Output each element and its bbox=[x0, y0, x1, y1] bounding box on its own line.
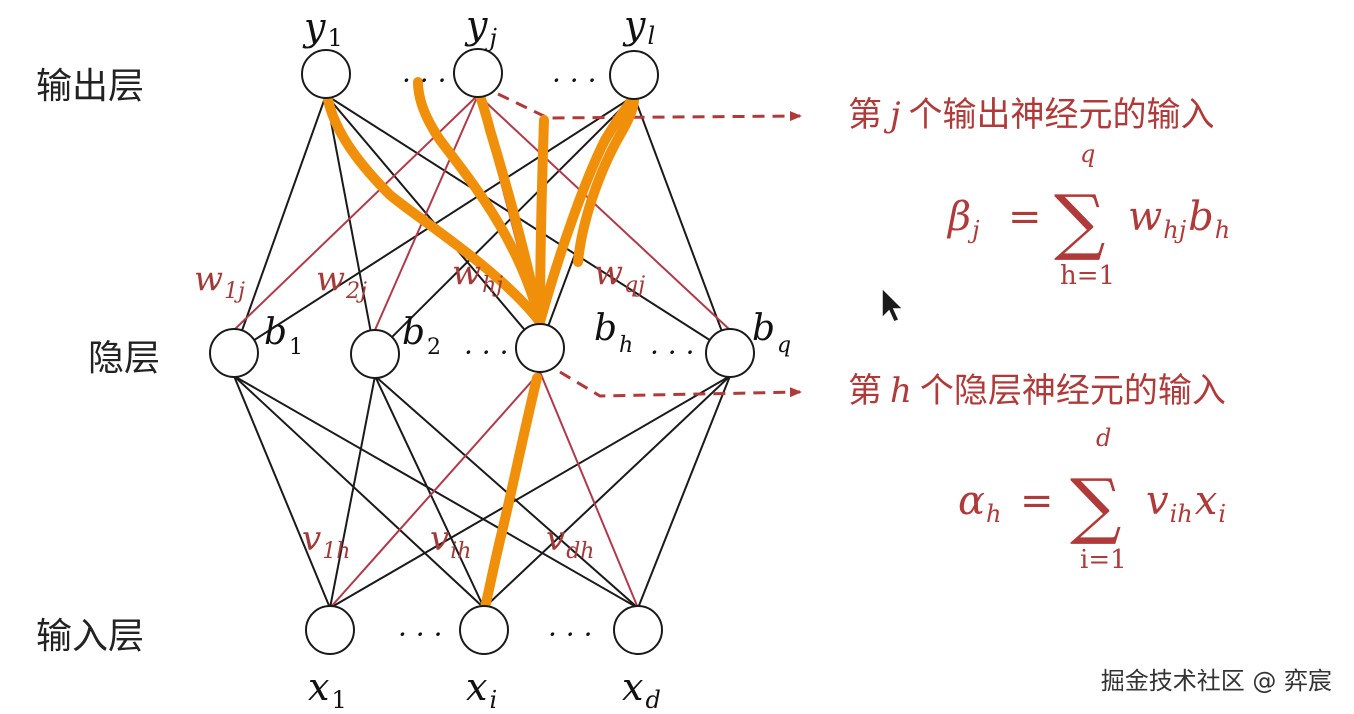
hidden-label-q: bq bbox=[752, 308, 791, 358]
hidden-output-edges bbox=[233, 94, 731, 355]
hidden-node-h bbox=[515, 323, 565, 373]
output-ellipsis-2: · · · bbox=[552, 64, 597, 97]
beta-sum-upper: q bbox=[1080, 140, 1095, 168]
hidden-node-2 bbox=[350, 329, 400, 379]
hidden-label-2: b2 bbox=[402, 312, 441, 360]
alpha-sum-lower: i=1 bbox=[1080, 545, 1127, 575]
hidden-layer-label: 隐层 bbox=[88, 338, 160, 379]
hidden-label-h: bh bbox=[594, 308, 633, 358]
output-ellipsis-1: · · · bbox=[402, 64, 447, 97]
alpha-term: vihxi bbox=[1146, 478, 1226, 528]
hidden-label-1: b1 bbox=[264, 312, 303, 360]
beta-term: whjbh bbox=[1128, 194, 1230, 244]
beta-formula: βj = q ∑ h=1 whjbh bbox=[946, 140, 1230, 291]
input-ellipsis-2: · · · bbox=[548, 618, 593, 651]
hidden-ellipsis-2: · · · bbox=[650, 336, 695, 369]
output-label-j: yj bbox=[464, 3, 497, 52]
beta-sum-lower: h=1 bbox=[1060, 261, 1115, 291]
highlight-strokes bbox=[323, 77, 639, 617]
hidden-ellipsis-1: · · · bbox=[464, 336, 509, 369]
output-label-l: yl bbox=[622, 3, 655, 50]
alpha-lhs: αh bbox=[958, 478, 1001, 528]
hidden-nodes bbox=[209, 323, 755, 379]
output-node-1 bbox=[301, 49, 351, 99]
hidden-annotation-arrow bbox=[559, 370, 802, 398]
output-layer-label: 输出层 bbox=[36, 66, 144, 107]
output-label-1: y1 bbox=[302, 5, 343, 52]
alpha-sum-symbol: ∑ bbox=[1070, 463, 1121, 547]
input-hidden-edges bbox=[233, 375, 731, 609]
mouse-cursor-icon bbox=[881, 286, 905, 323]
hidden-node-q bbox=[705, 328, 755, 378]
output-node-l bbox=[609, 50, 659, 100]
input-node-d bbox=[613, 605, 663, 655]
watermark: 掘金技术社区 @ 弈宸 bbox=[1100, 667, 1332, 695]
alpha-equals: = bbox=[1020, 478, 1054, 524]
output-node-j bbox=[453, 48, 503, 98]
input-nodes bbox=[305, 605, 663, 655]
input-ellipsis-1: · · · bbox=[398, 618, 443, 651]
input-layer-label: 输入层 bbox=[36, 616, 144, 657]
weight-label-w2j: w2j bbox=[316, 259, 367, 304]
input-label-1: x1 bbox=[308, 665, 347, 714]
beta-equals: = bbox=[1008, 194, 1042, 240]
hidden-node-1 bbox=[209, 328, 259, 378]
input-label-i: xi bbox=[466, 665, 497, 714]
weight-label-vih: vih bbox=[430, 519, 471, 564]
output-nodes bbox=[301, 48, 659, 100]
beta-lhs: βj bbox=[946, 194, 980, 244]
weight-label-wqj: wqj bbox=[594, 253, 645, 298]
weight-label-vdh: vdh bbox=[546, 519, 594, 564]
weight-label-w1j: w1j bbox=[194, 259, 245, 304]
annotation-arrows bbox=[497, 92, 802, 398]
alpha-formula: αh = d ∑ i=1 vihxi bbox=[958, 424, 1226, 575]
input-hidden-red-edges bbox=[329, 371, 639, 609]
beta-sum-symbol: ∑ bbox=[1054, 179, 1105, 263]
output-annotation-arrow bbox=[497, 92, 802, 122]
input-node-1 bbox=[305, 605, 355, 655]
input-label-d: xd bbox=[622, 665, 661, 714]
weight-label-whj: whj bbox=[452, 253, 503, 298]
weight-label-v1h: v1h bbox=[302, 519, 350, 564]
input-node-i bbox=[459, 605, 509, 655]
alpha-sum-upper: d bbox=[1096, 424, 1111, 452]
